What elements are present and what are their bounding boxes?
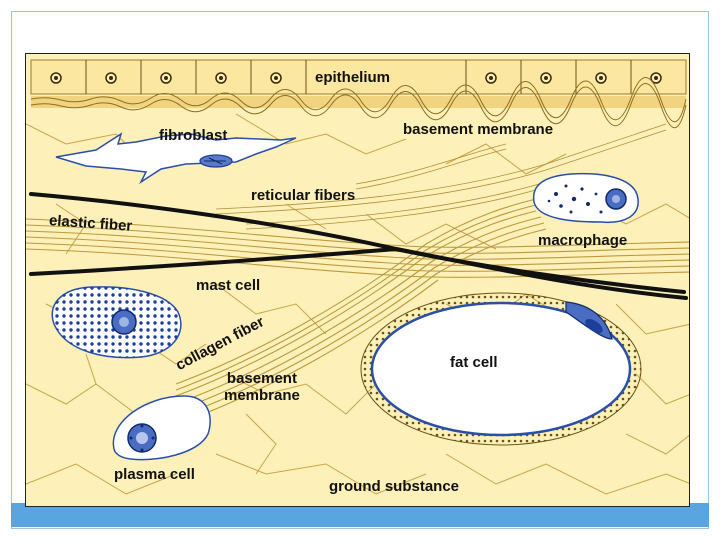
label-epithelium: epithelium [315,69,390,86]
label-ground-substance: ground substance [329,478,459,495]
plasma-cell-icon [113,396,210,460]
diagram-artwork [26,54,690,507]
macrophage-icon [534,174,639,223]
label-macrophage: macrophage [538,232,627,249]
label-fibroblast: fibroblast [159,127,227,144]
label-fat-cell: fat cell [450,354,498,371]
fat-cell-icon [361,293,641,445]
connective-tissue-diagram: epithelium basement membrane fibroblast … [25,53,690,507]
label-basement-membrane-top: basement membrane [403,121,553,138]
mast-cell-icon [52,287,181,358]
label-mast-cell: mast cell [196,277,260,294]
label-basement-membrane-bottom: basement membrane [224,370,300,405]
label-plasma-cell: plasma cell [114,466,195,483]
label-reticular-fibers: reticular fibers [251,187,355,204]
